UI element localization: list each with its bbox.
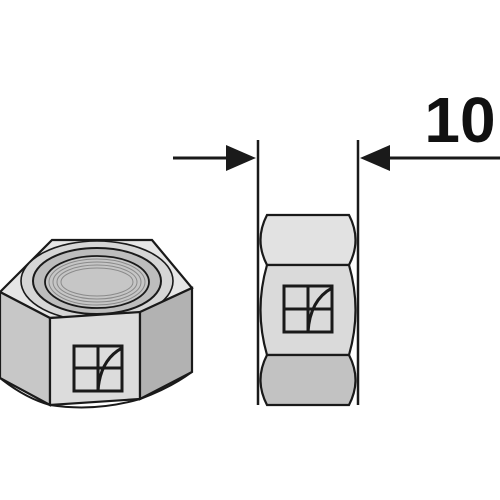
side-top-chamfer xyxy=(259,213,357,267)
hex-nut-perspective xyxy=(0,238,194,409)
dimension-annotation: 10 xyxy=(173,84,500,215)
side-bottom-chamfer xyxy=(259,353,357,407)
dimension-label: 10 xyxy=(424,84,495,156)
logo-mark-icon xyxy=(72,344,124,393)
nut-bottom-chamfer xyxy=(0,371,193,409)
hex-nut-side-view xyxy=(256,213,360,407)
nut-thread-lines xyxy=(48,258,146,306)
dimension-arrow-right-icon xyxy=(360,145,500,171)
dimension-arrow-left-icon xyxy=(173,145,256,171)
side-logo-mark-icon xyxy=(282,284,334,334)
